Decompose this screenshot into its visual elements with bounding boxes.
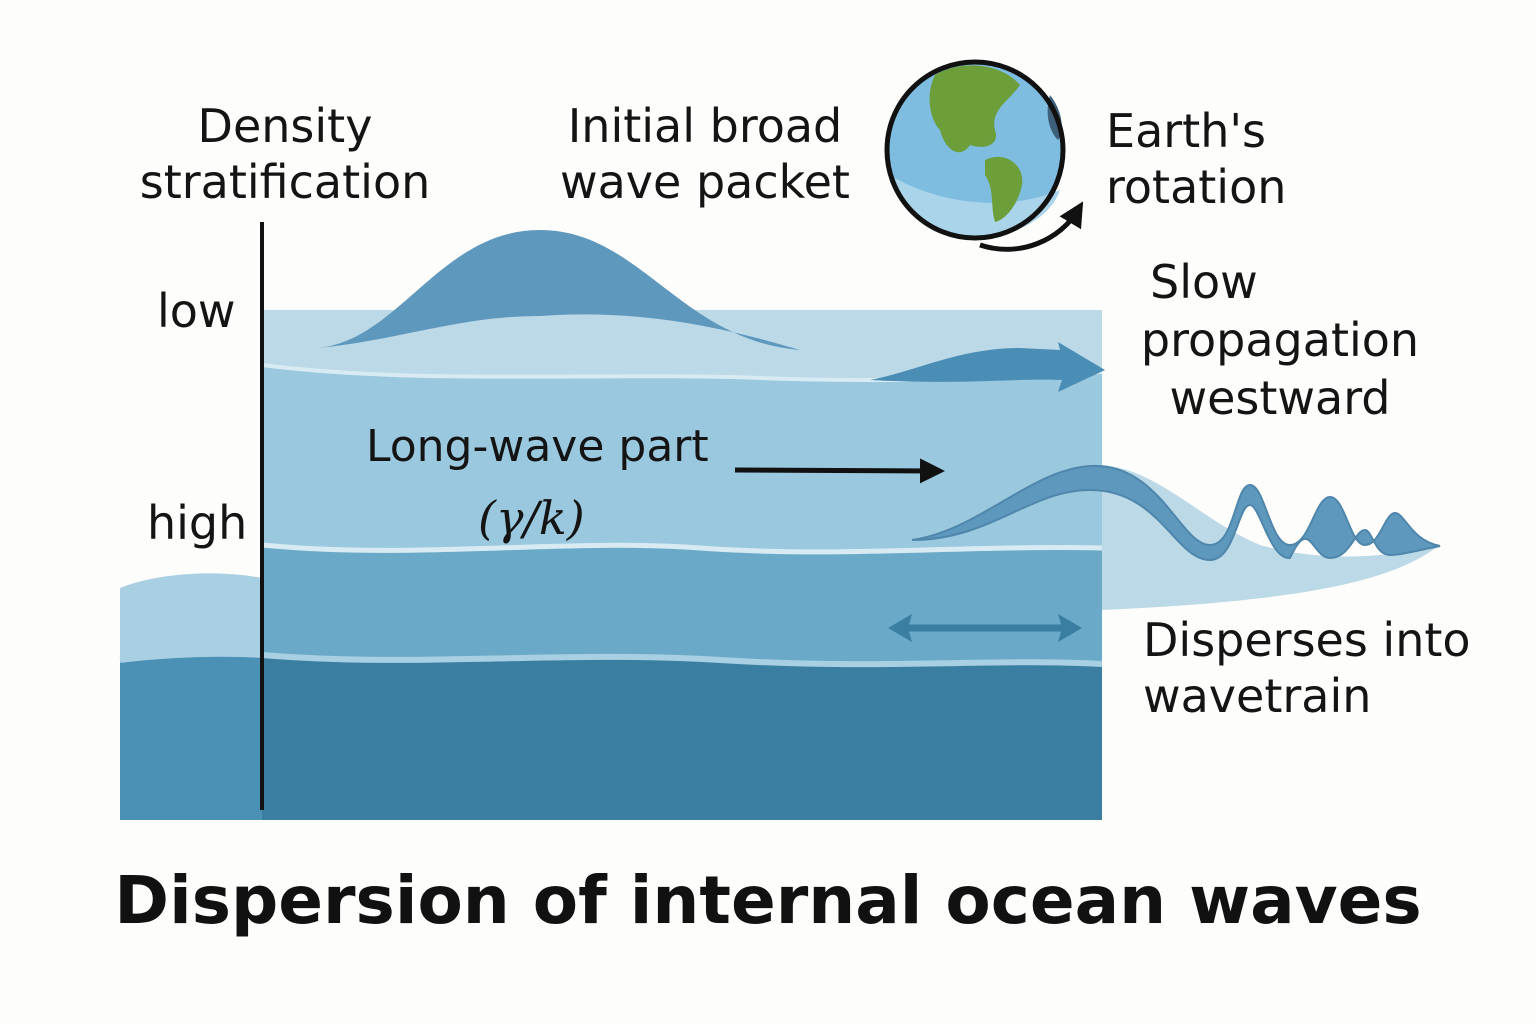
earth-globe-icon (884, 59, 1066, 241)
density-stratification-label: Density stratification (130, 98, 440, 210)
water-bottom-layer (262, 655, 1102, 820)
dispersed-wavetrain (911, 464, 1441, 562)
disperses-label-line1: Disperses into (1143, 613, 1471, 667)
initial-label-line1: Initial broad (567, 99, 843, 153)
slow-label-line3: westward (1169, 371, 1391, 425)
low-density-label: low (157, 284, 236, 338)
diagram-title: Dispersion of internal ocean waves (114, 862, 1422, 939)
interface-line-middle (261, 542, 1103, 555)
high-density-label: high (147, 496, 248, 550)
slow-label-line2: propagation (1140, 313, 1420, 367)
right-arrow-icon (734, 458, 945, 484)
long-wave-part-label: Long-wave part (366, 421, 709, 472)
initial-wave-packet (318, 230, 800, 350)
interface-line-lower (119, 650, 1103, 668)
initial-label-line2: wave packet (560, 155, 850, 209)
earth-label-line2: rotation (1106, 160, 1287, 214)
initial-wave-packet-label: Initial broad wave packet (550, 98, 860, 210)
density-label-line2: stratification (139, 155, 431, 209)
earth-label-line1: Earth's (1106, 104, 1266, 158)
slow-label-line1: Slow (1150, 255, 1258, 309)
wavetrain-light-band (1102, 465, 1440, 610)
density-label-line1: Density (197, 99, 373, 153)
disperses-label: Disperses into wavetrain (1143, 612, 1471, 724)
left-deep-band (120, 652, 262, 820)
westward-arrow (870, 342, 1105, 392)
disperses-label-line2: wavetrain (1143, 669, 1372, 723)
long-wave-formula: (γ/k) (478, 491, 585, 545)
double-arrow-icon (888, 614, 1082, 642)
earth-rotation-label: Earth's rotation (1106, 103, 1286, 215)
rotation-arrow-icon (979, 201, 1084, 252)
slow-propagation-label: Slow propagation westward (1130, 253, 1430, 427)
